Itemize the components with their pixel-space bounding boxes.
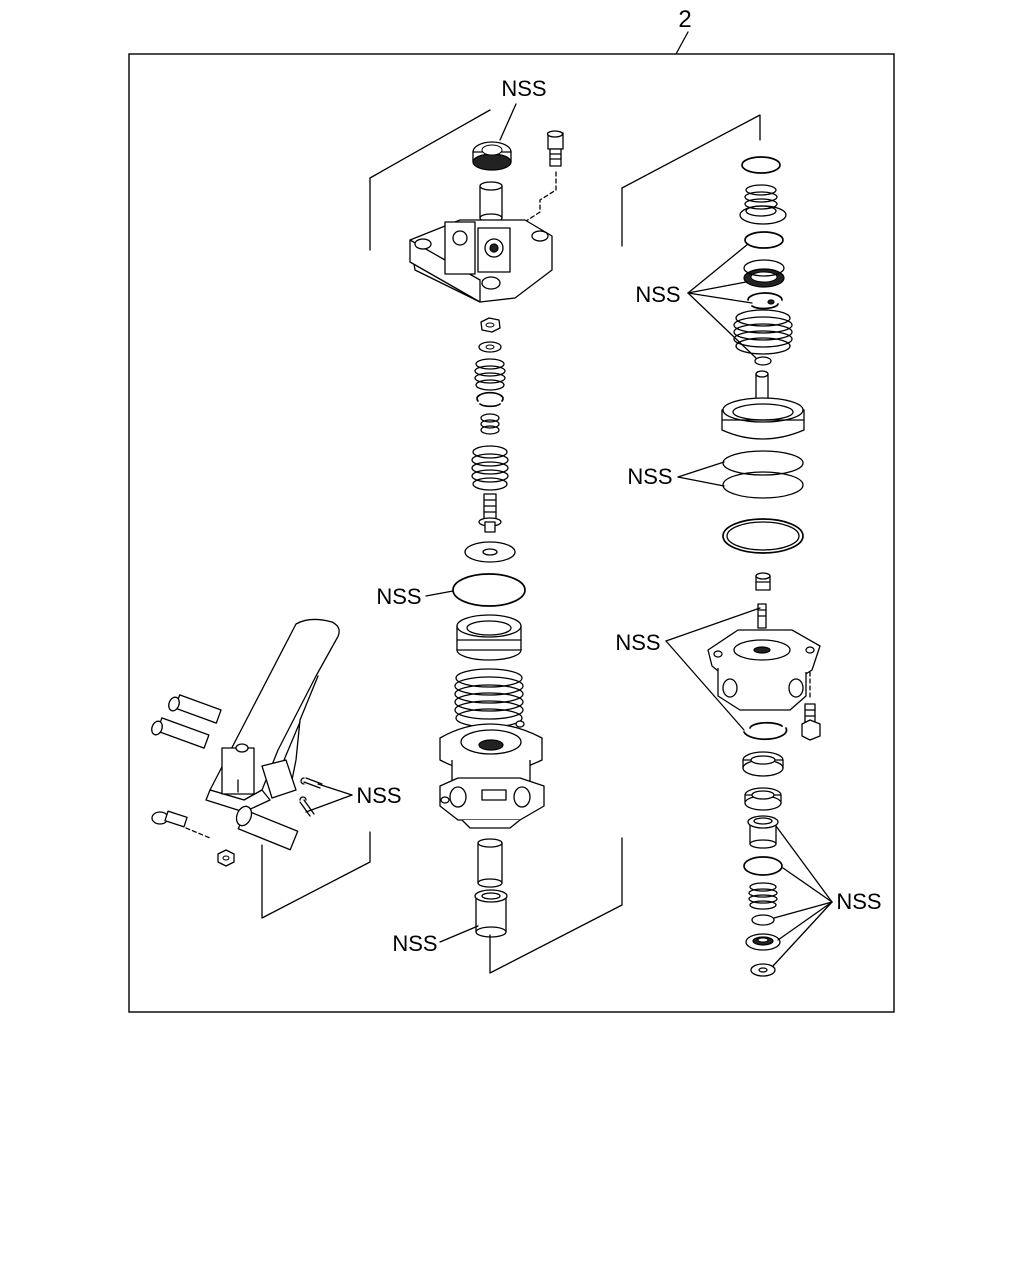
right-top-bracket bbox=[621, 114, 761, 247]
right-seal-ring bbox=[743, 259, 785, 288]
right-bushing-1 bbox=[742, 751, 784, 777]
right-end-washer bbox=[750, 963, 776, 977]
right-valve-seat bbox=[745, 933, 781, 951]
callout-right-valve-rings: NSS bbox=[615, 630, 660, 655]
center-o-ring bbox=[452, 573, 526, 607]
right-piston bbox=[721, 370, 805, 440]
center-spring-tiny bbox=[480, 413, 500, 435]
pedal-bolt bbox=[151, 810, 211, 839]
right-top-ring bbox=[741, 156, 781, 174]
leader-bottom-bushing bbox=[439, 925, 479, 943]
pedal-roller bbox=[235, 805, 299, 851]
top-plunger bbox=[479, 181, 503, 223]
leader-center-oring bbox=[425, 590, 454, 597]
center-top-bracket bbox=[369, 109, 491, 251]
center-guide-bushing bbox=[477, 838, 503, 888]
right-snap-ring bbox=[743, 721, 788, 741]
pedal-nut bbox=[217, 849, 235, 867]
assembly-frame bbox=[128, 53, 895, 1013]
right-piston-ring-2 bbox=[722, 471, 804, 499]
callout-bottom-bushing: NSS bbox=[392, 931, 437, 956]
center-washer-1 bbox=[478, 341, 502, 353]
leader-right-valve-rings bbox=[665, 607, 761, 731]
pedal-pin-lower bbox=[151, 717, 210, 749]
top-bolt bbox=[519, 130, 564, 226]
pedal-pin-upper bbox=[168, 694, 222, 724]
center-stem bbox=[478, 493, 502, 533]
assembly-number-leader bbox=[675, 31, 689, 55]
center-flat-washer bbox=[464, 541, 516, 563]
leader-right-bottom-parts bbox=[772, 825, 833, 967]
assembly-number: 2 bbox=[678, 6, 691, 33]
center-piston-cup bbox=[456, 614, 522, 661]
center-bottom-bracket bbox=[489, 837, 623, 974]
top-seal bbox=[472, 141, 512, 171]
pedal-bracket bbox=[261, 831, 371, 919]
callout-top-seal: NSS bbox=[501, 76, 546, 101]
callout-right-bottom-parts: NSS bbox=[836, 889, 881, 914]
right-small-disc bbox=[754, 356, 772, 366]
center-valve-body bbox=[439, 720, 545, 829]
right-bushing-2 bbox=[744, 787, 782, 811]
right-washer-2 bbox=[744, 231, 784, 249]
cotter-pin-2 bbox=[299, 796, 315, 817]
center-spring-small bbox=[474, 358, 506, 391]
leader-pedal-pins bbox=[305, 783, 353, 813]
right-side-bolt bbox=[801, 703, 821, 741]
callout-right-piston-rings: NSS bbox=[627, 464, 672, 489]
right-large-o-ring bbox=[722, 518, 804, 554]
right-tiny-ring bbox=[751, 914, 775, 926]
brake-pedal bbox=[205, 618, 340, 813]
callout-center-oring: NSS bbox=[376, 584, 421, 609]
leader-right-piston-rings bbox=[677, 461, 725, 487]
top-cover-housing bbox=[409, 219, 553, 303]
right-valve-housing bbox=[707, 603, 821, 711]
right-small-spring bbox=[748, 882, 778, 910]
center-main-spring bbox=[454, 668, 524, 728]
right-small-plug bbox=[755, 572, 771, 591]
center-spring-large bbox=[471, 445, 509, 491]
right-valve-cup bbox=[747, 815, 779, 849]
center-nut bbox=[480, 317, 501, 333]
right-top-spring bbox=[744, 184, 778, 217]
callout-pedal-pins: NSS bbox=[356, 783, 401, 808]
leader-right-upper-rings bbox=[687, 243, 757, 359]
cotter-pin-1 bbox=[300, 777, 323, 789]
center-bottom-bushing bbox=[474, 889, 508, 938]
leader-top-seal bbox=[499, 103, 517, 141]
right-large-spring bbox=[733, 309, 793, 355]
callout-right-upper-rings: NSS bbox=[635, 282, 680, 307]
right-small-o-ring bbox=[743, 856, 783, 876]
center-snap-ring bbox=[476, 391, 504, 408]
right-washer-1 bbox=[739, 205, 787, 225]
right-retaining-ring bbox=[747, 292, 783, 310]
